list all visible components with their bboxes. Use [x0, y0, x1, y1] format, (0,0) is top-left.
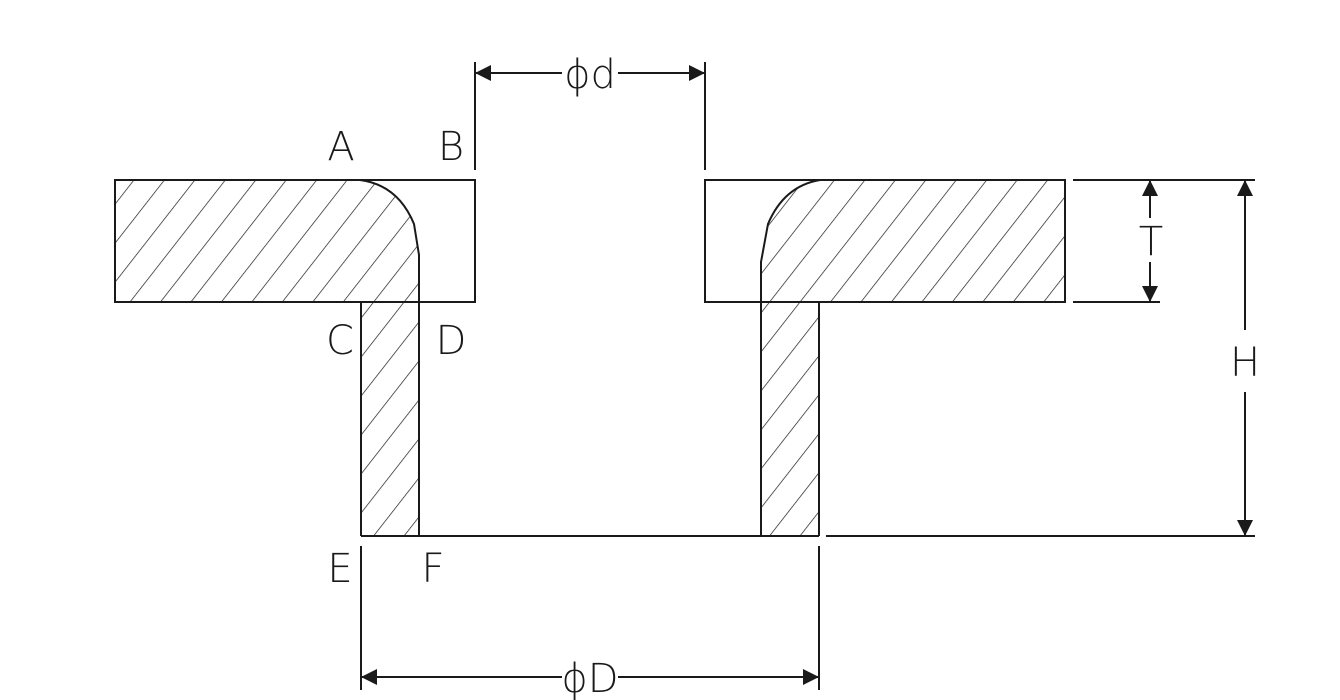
dim-label-thickness: T	[1139, 219, 1163, 265]
dim-label-height: H	[1230, 340, 1260, 386]
label-b: B	[438, 124, 464, 170]
label-d: D	[436, 318, 467, 364]
label-f: F	[421, 546, 444, 592]
dim-label-inner-diameter: ϕd	[564, 52, 616, 98]
label-e: E	[327, 546, 352, 592]
label-c: C	[326, 318, 354, 364]
dim-label-outer-diameter: ϕD	[561, 656, 618, 700]
right-flange	[704, 179, 1066, 303]
right-weld-profile	[760, 179, 821, 302]
left-flange	[114, 179, 476, 303]
left-tube-wall	[360, 302, 420, 536]
label-a: A	[327, 124, 354, 170]
right-tube-wall	[760, 302, 820, 536]
left-weld-profile	[359, 179, 420, 302]
